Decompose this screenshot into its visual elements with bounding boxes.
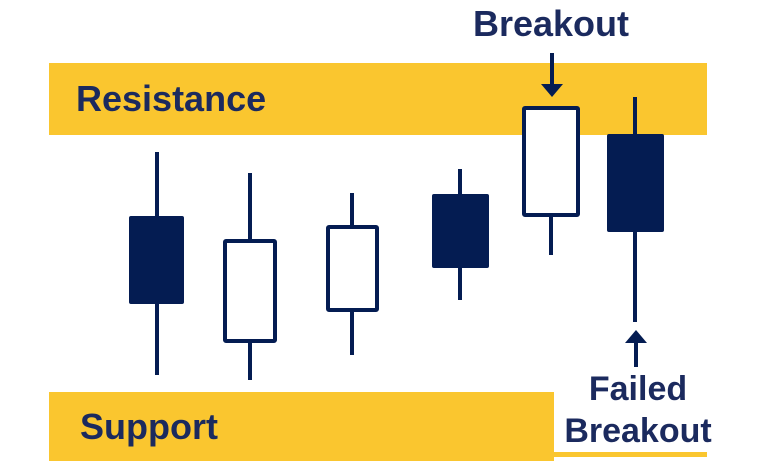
breakout-arrow-shaft — [550, 53, 554, 86]
candle-body-hollow — [326, 225, 379, 312]
resistance-band: Resistance — [49, 63, 707, 135]
breakout-down-arrow-icon — [541, 84, 563, 97]
failed-breakout-arrow-shaft — [634, 341, 638, 367]
breakout-label: Breakout — [472, 3, 630, 44]
failed-breakout-label-line2: Breakout — [564, 412, 712, 450]
candle-body-filled — [607, 134, 664, 232]
candle-body-hollow — [223, 239, 277, 343]
resistance-label: Resistance — [76, 78, 267, 119]
failed-breakout-up-arrow-icon — [625, 330, 647, 343]
candle-body-filled — [129, 216, 184, 304]
candle-body-hollow — [522, 106, 580, 217]
support-label: Support — [80, 405, 218, 447]
failed-breakout-label-line1: Failed — [588, 370, 688, 408]
candle-body-filled — [432, 194, 489, 268]
support-band-cutout-top — [554, 392, 776, 452]
support-band-cutout-bottom — [554, 457, 776, 461]
failed-breakout-label: Failed Breakout — [538, 368, 738, 456]
